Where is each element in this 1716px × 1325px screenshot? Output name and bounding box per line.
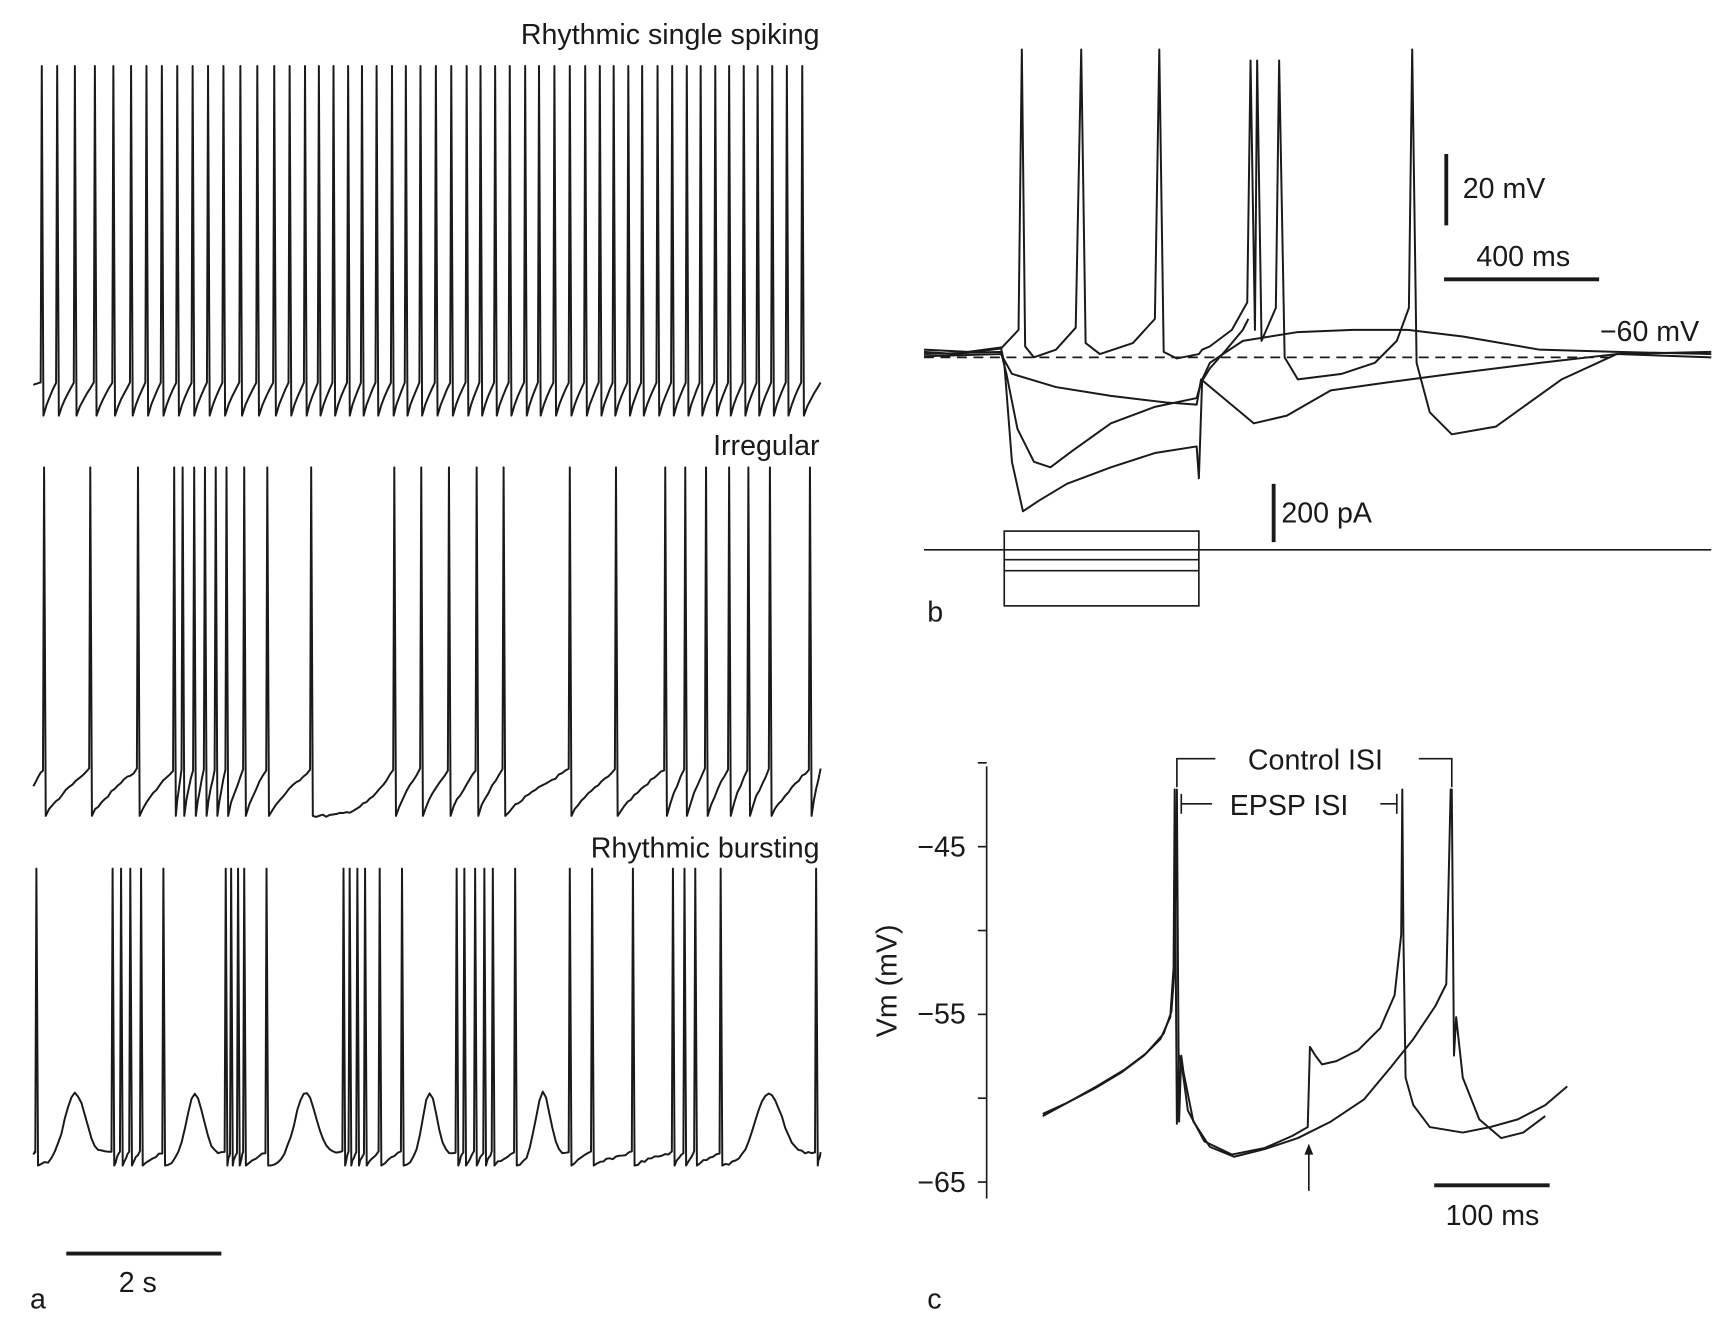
epsp-isi-bracket bbox=[1180, 793, 1398, 814]
panel-label-b: b bbox=[927, 596, 943, 628]
time-scale-label: 2 s bbox=[119, 1267, 157, 1299]
trace-title-irregular: Irregular bbox=[713, 430, 820, 462]
panel-a: Rhythmic single spiking Irregular Rhythm… bbox=[30, 19, 822, 1316]
panel-b: 20 mV 400 ms −60 mV 200 pA b bbox=[923, 48, 1712, 628]
panel-c: −45 −55 −65 Vm (mV) Control ISI EPSP ISI… bbox=[871, 745, 1568, 1316]
ytick-label: −55 bbox=[917, 999, 965, 1031]
trace-title-rhythmic-spiking: Rhythmic single spiking bbox=[521, 19, 820, 51]
ytick-label: −65 bbox=[917, 1167, 965, 1199]
trace-b-depolarizing bbox=[923, 48, 1712, 436]
trace-b-hyperpolarizing-small bbox=[923, 353, 1712, 425]
current-scale-label: 200 pA bbox=[1281, 497, 1372, 529]
control-isi-label: Control ISI bbox=[1248, 745, 1383, 777]
current-step-trace bbox=[923, 530, 1712, 607]
trace-c-control bbox=[1042, 788, 1546, 1158]
panel-label-a: a bbox=[30, 1284, 46, 1316]
reference-level-label: −60 mV bbox=[1600, 316, 1699, 348]
ytick-label: −45 bbox=[917, 832, 965, 864]
y-axis-label: Vm (mV) bbox=[871, 924, 903, 1037]
time-scale-label-100ms: 100 ms bbox=[1446, 1200, 1540, 1232]
trace-b-hyperpolarizing-large bbox=[923, 328, 1712, 513]
voltage-trace-irregular bbox=[32, 466, 822, 818]
epsp-isi-label: EPSP ISI bbox=[1230, 790, 1349, 822]
trace-c-epsp bbox=[1042, 788, 1568, 1156]
y-axis bbox=[977, 762, 988, 1199]
trace-title-bursting: Rhythmic bursting bbox=[591, 833, 820, 865]
voltage-trace-rhythmic-bursting bbox=[32, 867, 822, 1167]
panel-label-c: c bbox=[927, 1284, 941, 1316]
time-scale-label-400ms: 400 ms bbox=[1476, 241, 1570, 273]
control-isi-bracket bbox=[1176, 757, 1453, 788]
voltage-scale-label: 20 mV bbox=[1463, 173, 1546, 205]
voltage-trace-rhythmic-single-spiking bbox=[32, 64, 822, 417]
trace-b-hyperpolarizing-medium bbox=[923, 318, 1250, 469]
stimulus-arrow bbox=[1304, 1143, 1314, 1191]
